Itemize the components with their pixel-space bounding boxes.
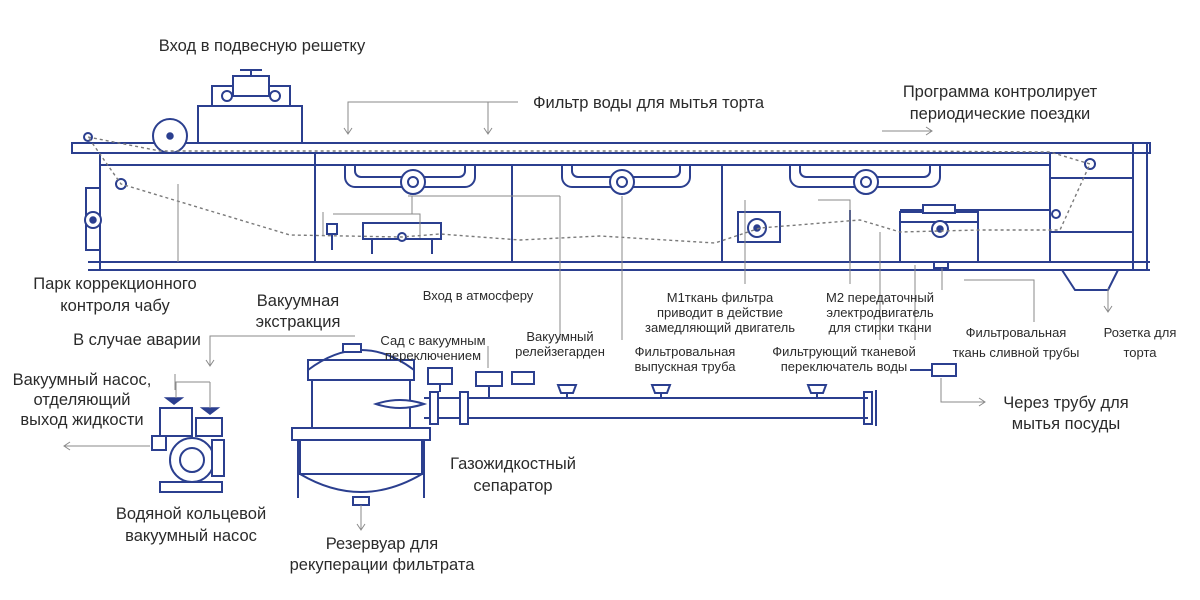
label-cloth-drain-line2: ткань сливной трубы bbox=[953, 345, 1080, 360]
label-gas-liquid-separator-line1: Газожидкостный bbox=[450, 455, 576, 473]
label-vacuum-relay-line2: релейзегарден bbox=[515, 344, 605, 359]
label-vacuum-extraction-line1: Вакуумная bbox=[257, 292, 339, 310]
label-m2-motor-line3: для стирки ткани bbox=[829, 320, 932, 335]
label-atmosphere-inlet: Вход в атмосферу bbox=[423, 288, 534, 303]
vacuum-pipeline bbox=[424, 363, 957, 426]
label-program-control-line2: периодические поездки bbox=[910, 105, 1091, 123]
suspension-grid-inlet bbox=[197, 69, 303, 144]
label-vacuum-pump-drain-line2: отделяющий bbox=[33, 391, 130, 409]
label-cloth-switch-line1: Фильтрующий тканевой bbox=[772, 344, 915, 359]
label-cloth-drain-line1: Фильтровальная bbox=[966, 325, 1067, 340]
cake-discharge bbox=[1051, 158, 1119, 291]
label-correction-park-line2: контроля чабу bbox=[60, 297, 170, 315]
m2-wash-motor bbox=[899, 204, 979, 269]
label-vacuum-extraction-line2: экстракция bbox=[256, 313, 341, 331]
label-cake-outlet-line2: торта bbox=[1123, 345, 1157, 360]
label-program-control-line1: Программа контролирует bbox=[903, 83, 1098, 101]
label-filtrate-tank-line1: Резервуар для bbox=[326, 535, 438, 553]
vacuum-boxes bbox=[344, 165, 941, 195]
water-ring-vacuum-pump bbox=[151, 397, 225, 493]
label-cake-wash-filter: Фильтр воды для мытья торта bbox=[533, 94, 765, 112]
label-filter-outlet-pipe-line2: выпускная труба bbox=[635, 359, 737, 374]
tension-rollers bbox=[83, 132, 127, 251]
label-gas-liquid-separator-line2: сепаратор bbox=[473, 477, 552, 495]
head-roller bbox=[152, 118, 188, 154]
label-water-ring-pump-line2: вакуумный насос bbox=[125, 527, 257, 545]
label-suspension-grid-inlet: Вход в подвесную решетку bbox=[159, 37, 366, 55]
m1-drive-motor bbox=[737, 211, 781, 243]
label-cake-outlet-line1: Розетка для bbox=[1104, 325, 1177, 340]
leader-lines bbox=[63, 101, 1113, 531]
label-emergency: В случае аварии bbox=[73, 331, 201, 349]
label-vacuum-pump-drain-line3: выход жидкости bbox=[20, 411, 143, 429]
label-filtrate-tank-line2: рекуперации фильтрата bbox=[290, 556, 476, 574]
gas-liquid-separator bbox=[291, 343, 431, 506]
label-cloth-switch-line2: переключатель воды bbox=[781, 359, 908, 374]
label-filter-outlet-pipe-line1: Фильтровальная bbox=[635, 344, 736, 359]
label-m2-motor-line2: электродвигатель bbox=[826, 305, 933, 320]
label-m1-motor-line3: замедляющий двигатель bbox=[645, 320, 795, 335]
label-vacuum-pump-drain-line1: Вакуумный насос, bbox=[13, 371, 152, 389]
label-vacuum-switch-line1: Сад с вакуумным bbox=[380, 333, 485, 348]
label-m1-motor-line1: М1ткань фильтра bbox=[667, 290, 774, 305]
label-correction-park-line1: Парк коррекционного bbox=[33, 275, 196, 293]
correction-devices bbox=[326, 222, 442, 254]
label-dish-wash-pipe-line1: Через трубу для bbox=[1003, 394, 1128, 412]
label-water-ring-pump-line1: Водяной кольцевой bbox=[116, 505, 266, 523]
label-vacuum-switch-line2: переключением bbox=[385, 348, 481, 363]
label-m1-motor-line2: приводит в действие bbox=[657, 305, 783, 320]
label-vacuum-relay-line1: Вакуумный bbox=[526, 329, 593, 344]
main-frame bbox=[71, 142, 1151, 271]
filter-cloth-belt bbox=[87, 136, 1091, 244]
label-dish-wash-pipe-line2: мытья посуды bbox=[1012, 415, 1120, 433]
label-m2-motor-line1: М2 передаточный bbox=[826, 290, 934, 305]
